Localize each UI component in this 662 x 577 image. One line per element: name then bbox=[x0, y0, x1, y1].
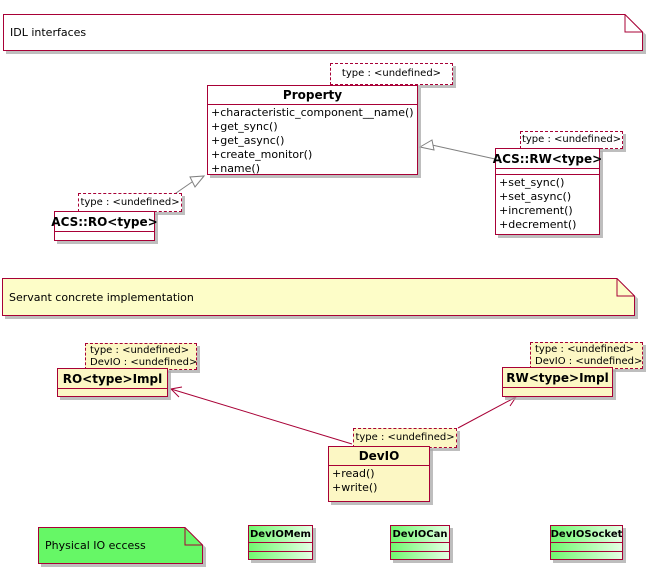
class-property: Property +characteristic_component__name… bbox=[207, 85, 418, 175]
method: +characteristic_component__name() bbox=[211, 106, 414, 119]
class-title: DevIOSocket bbox=[550, 528, 623, 540]
method: +name() bbox=[211, 162, 260, 174]
note-servant-implementation: Servant concrete implementation bbox=[2, 278, 635, 316]
empty-compartment bbox=[551, 550, 622, 560]
note-physical-io: Physical IO eccess bbox=[38, 527, 203, 564]
template-param-text: type : <undefined> bbox=[355, 432, 455, 443]
template-param-text: type : <undefined> bbox=[90, 344, 190, 356]
method: +read() bbox=[332, 467, 375, 480]
class-methods: +read() +write() bbox=[329, 465, 429, 501]
association-rwimpl-to-devio bbox=[457, 396, 517, 429]
note-text: Servant concrete implementation bbox=[9, 290, 194, 304]
empty-compartment bbox=[391, 542, 449, 551]
note-shape bbox=[3, 14, 643, 51]
class-acs-rw: ACS::RW<type> +set_sync() +set_async() +… bbox=[492, 148, 603, 235]
class-title: DevIOCan bbox=[392, 528, 448, 540]
class-devio-socket: DevIOSocket bbox=[550, 525, 623, 560]
class-ro-impl: RO<type>Impl bbox=[57, 368, 168, 397]
class-title: DevIOMem bbox=[250, 528, 311, 540]
class-devio: DevIO +read() +write() bbox=[328, 446, 430, 502]
class-title: RO<type>Impl bbox=[62, 371, 163, 386]
empty-compartment bbox=[55, 231, 154, 240]
method: +create_monitor() bbox=[211, 148, 313, 161]
association-roimpl-to-devio bbox=[169, 386, 353, 445]
class-acs-ro: ACS::RO<type> bbox=[51, 211, 158, 241]
class-rw-impl: RW<type>Impl bbox=[502, 367, 613, 397]
template-param-ro-impl: type : <undefined> DevIO : <undefined> bbox=[85, 343, 197, 370]
template-param-text: type : <undefined> bbox=[341, 68, 442, 79]
template-param-acs-rw: type : <undefined> bbox=[520, 131, 623, 149]
template-param-text: type : <undefined> bbox=[80, 196, 180, 208]
empty-compartment bbox=[391, 550, 449, 560]
method: +get_sync() bbox=[211, 120, 278, 133]
empty-compartment bbox=[249, 550, 312, 560]
method: +increment() bbox=[499, 204, 573, 217]
method: +decrement() bbox=[499, 218, 577, 231]
note-text: Physical IO eccess bbox=[45, 539, 146, 552]
method: +set_sync() bbox=[499, 176, 565, 189]
empty-compartment bbox=[551, 542, 622, 551]
note-text: IDL interfaces bbox=[10, 26, 87, 39]
class-title: ACS::RW<type> bbox=[492, 151, 603, 166]
class-methods: +set_sync() +set_async() +increment() +d… bbox=[496, 174, 599, 234]
template-param-devio: type : <undefined> bbox=[353, 428, 457, 448]
template-param-rw-impl: type : <undefined> DevIO : <undefined> bbox=[530, 342, 643, 369]
template-param-text: DevIO : <undefined> bbox=[535, 355, 643, 367]
template-param-acs-ro: type : <undefined> bbox=[78, 193, 182, 212]
class-methods: +characteristic_component__name() +get_s… bbox=[208, 104, 417, 174]
method: +set_async() bbox=[499, 190, 572, 203]
method: +get_async() bbox=[211, 134, 285, 147]
empty-compartment bbox=[249, 542, 312, 551]
empty-compartment bbox=[503, 387, 612, 396]
class-devio-can: DevIOCan bbox=[390, 525, 450, 560]
class-devio-mem: DevIOMem bbox=[248, 525, 313, 560]
class-title: RW<type>Impl bbox=[506, 370, 609, 385]
template-param-text: type : <undefined> bbox=[535, 343, 635, 355]
empty-compartment bbox=[496, 168, 599, 174]
template-param-text: DevIO : <undefined> bbox=[90, 356, 198, 368]
note-shape bbox=[2, 278, 635, 316]
empty-compartment bbox=[58, 388, 167, 396]
class-title: DevIO bbox=[358, 449, 400, 463]
template-param-property: type : <undefined> bbox=[330, 63, 453, 85]
class-title: ACS::RO<type> bbox=[51, 214, 158, 229]
note-shape bbox=[38, 527, 203, 564]
generalization-acsrw-to-property bbox=[418, 139, 496, 160]
note-idl-interfaces: IDL interfaces bbox=[3, 14, 643, 51]
method: +write() bbox=[332, 481, 378, 494]
class-title: Property bbox=[282, 88, 343, 102]
template-param-text: type : <undefined> bbox=[521, 134, 622, 145]
